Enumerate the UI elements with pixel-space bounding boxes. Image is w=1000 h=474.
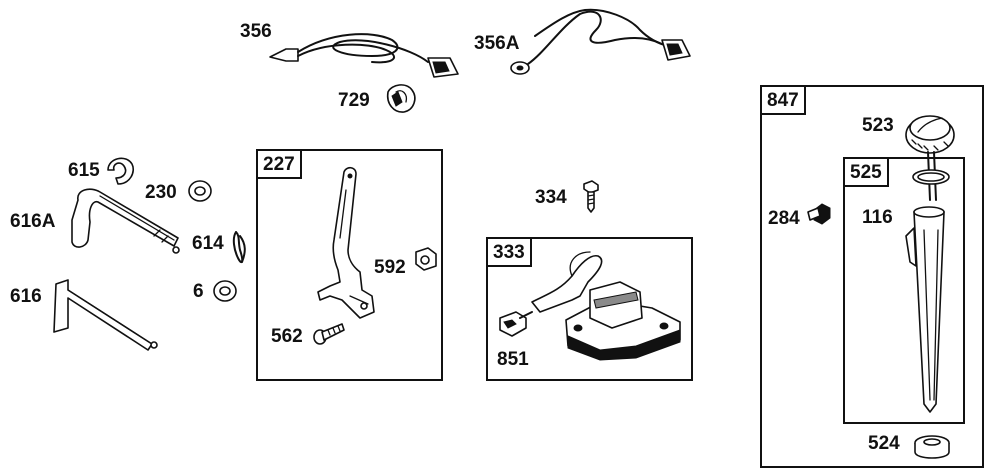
rod-616-drawing — [53, 279, 158, 351]
part-label-230: 230 — [145, 182, 177, 203]
part-label-614: 614 — [192, 233, 224, 254]
washer-6-drawing — [213, 280, 237, 302]
box-525-frame — [843, 157, 965, 424]
coil-333-drawing — [531, 251, 681, 361]
part-label-6: 6 — [193, 281, 204, 302]
box-333-label: 333 — [486, 237, 532, 267]
part-label-356: 356 — [240, 21, 272, 42]
nut-592-drawing — [415, 247, 437, 271]
box-525-label: 525 — [843, 157, 889, 187]
part-label-729: 729 — [338, 90, 370, 111]
part-label-523: 523 — [862, 115, 894, 136]
clip-615-drawing — [107, 157, 134, 185]
wire-356a-drawing — [510, 8, 691, 75]
oring-116-drawing — [912, 169, 950, 185]
part-label-524: 524 — [868, 433, 900, 454]
part-label-592: 592 — [374, 257, 406, 278]
part-label-616: 616 — [10, 286, 42, 307]
lever-227-drawing — [317, 166, 375, 319]
part-label-616a: 616A — [10, 211, 56, 232]
box-227-label: 227 — [256, 149, 302, 179]
grommet-729-drawing — [386, 84, 416, 113]
part-label-284: 284 — [768, 208, 800, 229]
rod-616a-drawing — [71, 188, 180, 254]
part-label-334: 334 — [535, 187, 567, 208]
grommet-524-drawing — [914, 435, 950, 459]
box-847-label: 847 — [760, 85, 806, 115]
part-label-562: 562 — [271, 326, 303, 347]
washer-230-drawing — [188, 180, 212, 202]
screw-562-drawing — [313, 323, 345, 345]
box-333-frame — [486, 237, 693, 381]
part-label-615: 615 — [68, 160, 100, 181]
wire-356-drawing — [269, 33, 459, 78]
tube-525-drawing — [905, 206, 945, 413]
part-label-356a: 356A — [474, 33, 520, 54]
box-847-frame — [760, 85, 984, 468]
pin-614-drawing — [232, 231, 246, 264]
part-label-851: 851 — [497, 349, 529, 370]
part-label-116: 116 — [862, 207, 893, 228]
terminal-851-drawing — [499, 311, 533, 337]
box-227-frame — [256, 149, 443, 381]
screw-284-drawing — [807, 203, 831, 225]
cap-523-drawing — [905, 115, 955, 201]
screw-334-drawing — [583, 180, 599, 213]
